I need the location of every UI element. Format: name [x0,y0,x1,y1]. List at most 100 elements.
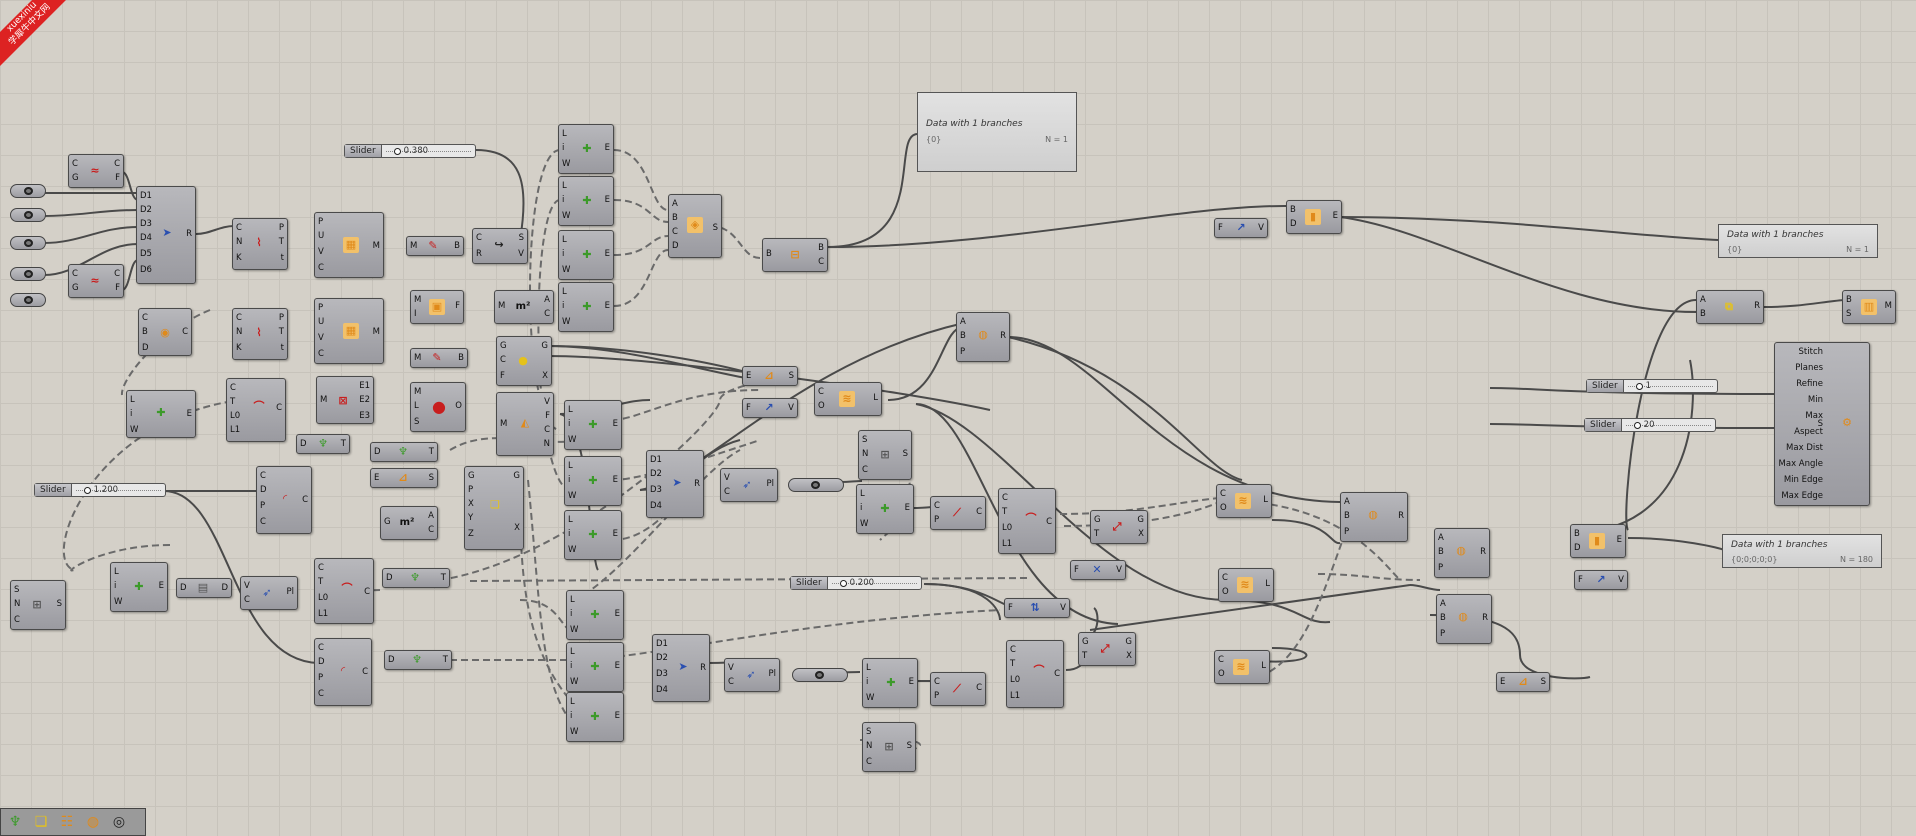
evaluate-component-1[interactable]: E ⊿ S [370,468,438,488]
number-slider-3[interactable]: Slider 0.200 [790,576,922,590]
brand-ribbon[interactable]: xuexiniu 学犀牛中文网 [0,0,75,70]
sprout-component-2[interactable]: D ♆ T [370,442,438,462]
domain-component[interactable]: D ▤ D [176,578,232,598]
disc-icon[interactable]: ◎ [112,814,126,830]
box-icon[interactable]: ❏ [34,814,48,830]
geometry-param-6[interactable] [788,478,844,492]
geometry-param-3[interactable] [10,236,46,250]
mesh-edges-component-1[interactable]: M ✎ B [406,236,464,256]
evaluate-component-3[interactable]: E ⊿ S [1496,672,1550,692]
vector-component-5[interactable]: F ↗ V [1574,570,1628,590]
number-slider-4[interactable]: Slider 1 [1586,379,1718,393]
data-panel-2[interactable]: Data with 1 branches {0} N = 1 [1718,224,1878,258]
number-slider-1[interactable]: Slider 0.380 [344,144,476,158]
slider-track[interactable]: 0.380 [382,145,475,157]
vector-component-2[interactable]: F ↗ V [1214,218,1268,238]
vector-component-4[interactable]: F ⇅ V [1004,598,1070,618]
slider-track[interactable]: 20 [1622,419,1715,431]
slider-track[interactable]: 1.200 [72,484,165,496]
number-slider-5[interactable]: Slider 20 [1584,418,1716,432]
geometry-param-7[interactable] [792,668,848,682]
data-panel-3[interactable]: Data with 1 branches {0;0;0;0;0} N = 180 [1722,534,1882,568]
number-slider-2[interactable]: Slider 1.200 [34,483,166,497]
geometry-param-4[interactable] [10,267,46,281]
sprout-component-1[interactable]: D ♆ T [296,434,350,454]
data-panel-1[interactable]: Data with 1 branches {0} N = 1 [917,92,1077,172]
sprout-icon[interactable]: ♆ [8,814,22,830]
geometry-param-2[interactable] [10,208,46,222]
sprout-component-4[interactable]: D ♆ T [384,650,452,670]
mesh-settings-component[interactable]: Stitch Planes Refine Min Max Aspect Max … [1774,342,1870,506]
slider-track[interactable]: 1 [1624,380,1717,392]
vector-component-3[interactable]: F ✕ V [1070,560,1126,580]
slider-track[interactable]: 0.200 [828,577,921,589]
evaluate-component-2[interactable]: E ⊿ S [742,366,798,386]
sprout-component-3[interactable]: D ♆ T [382,568,450,588]
mesh-edges-component-2[interactable]: M ✎ B [410,348,468,368]
ladder-icon[interactable]: ☷ [60,814,74,830]
geometry-param-5[interactable] [10,293,46,307]
